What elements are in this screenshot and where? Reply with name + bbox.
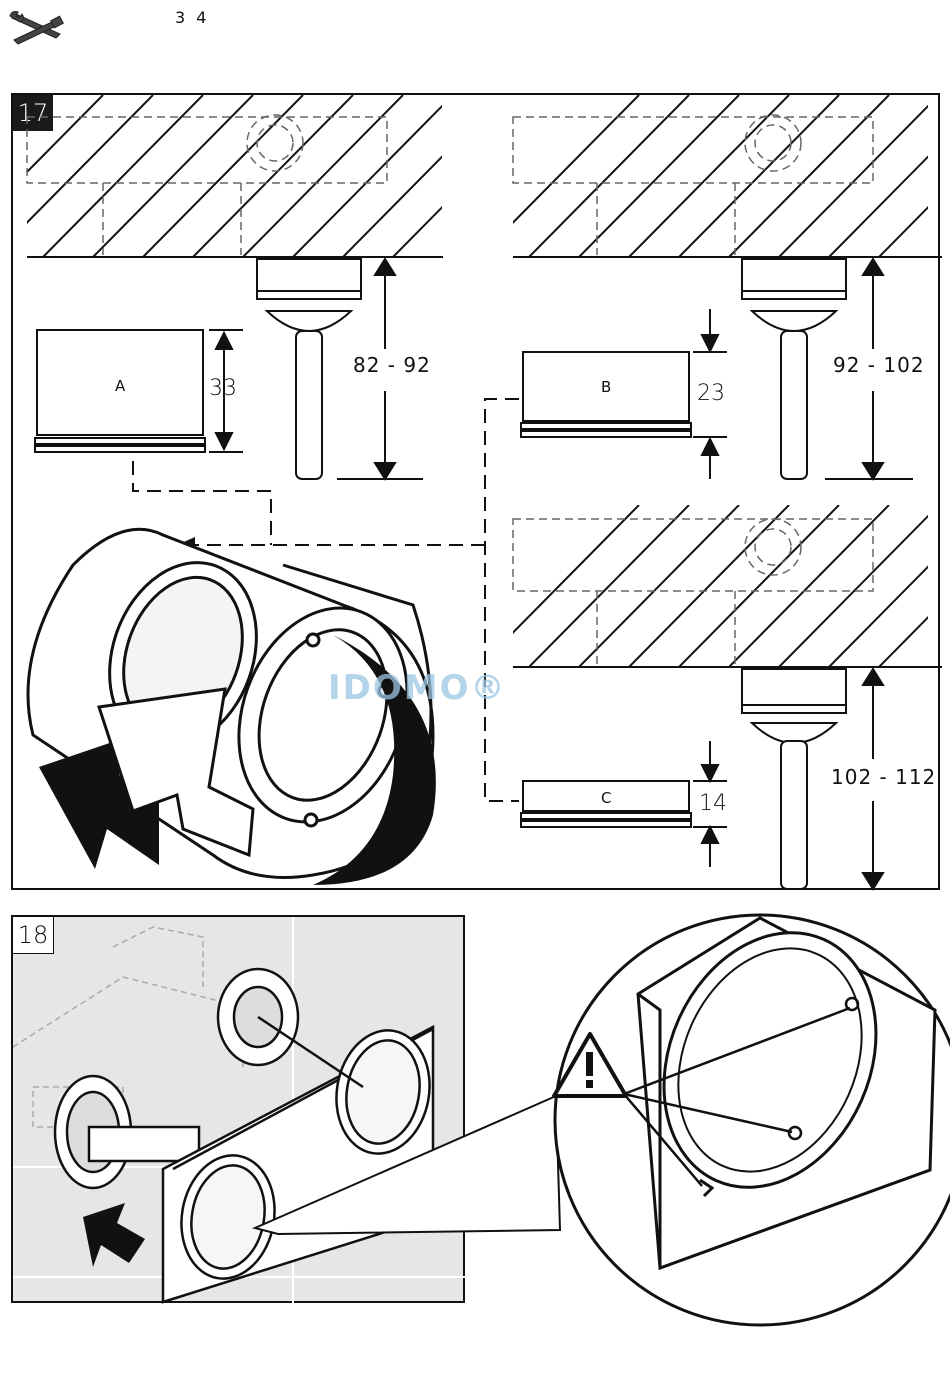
watermark-logo: IDOMO® bbox=[328, 668, 507, 708]
step-17-panel: 17 bbox=[11, 93, 940, 890]
part-a-height: 33 bbox=[209, 376, 237, 401]
warning-triangle-icon bbox=[554, 1034, 626, 1096]
step-18-panel: 18 bbox=[11, 915, 465, 1303]
dimension-102-112: 102 - 112 bbox=[831, 765, 936, 789]
part-b-label: B bbox=[601, 378, 611, 396]
part-c-label: C bbox=[601, 789, 611, 807]
dimension-82-92: 82 - 92 bbox=[353, 353, 431, 377]
part-b-height: 23 bbox=[697, 381, 725, 406]
step-17-drawing bbox=[13, 95, 942, 892]
push-arrow-icon bbox=[83, 1203, 145, 1267]
part-a-label: A bbox=[115, 377, 125, 395]
part-c-height: 14 bbox=[699, 791, 727, 816]
wrench-screwdriver-icon bbox=[8, 8, 66, 50]
dimension-92-102: 92 - 102 bbox=[833, 353, 925, 377]
wall-hatch-a bbox=[13, 95, 553, 257]
page-number: 3 4 bbox=[175, 8, 209, 27]
step-18-drawing bbox=[13, 917, 467, 1305]
